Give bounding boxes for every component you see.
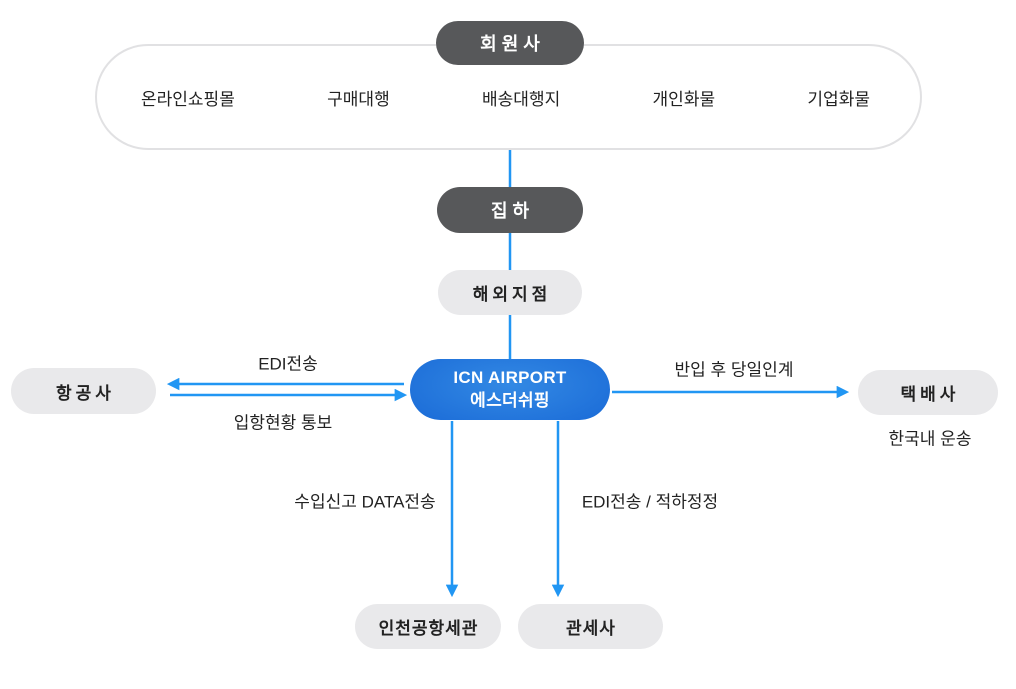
customs-broker-node: 관세사 bbox=[518, 604, 663, 649]
label-edi-cargo-correction: EDI전송 / 적하정정 bbox=[581, 492, 719, 512]
label-edi-send: EDI전송 bbox=[258, 354, 318, 374]
member-type-purchasing-agent: 구매대행 bbox=[327, 89, 390, 109]
label-import-declaration-data: 수입신고 DATA전송 bbox=[294, 492, 436, 512]
overseas-branch-node: 해외지점 bbox=[438, 270, 582, 315]
label-sameday-handover: 반입 후 당일인계 bbox=[674, 360, 794, 380]
icn-airport-esther-shipping-node: ICN AIRPORT 에스더쉬핑 bbox=[410, 359, 610, 420]
courier-caption: 한국내 운송 bbox=[888, 429, 972, 449]
members-badge: 회원사 bbox=[436, 21, 584, 65]
center-node-line1: ICN AIRPORT bbox=[453, 368, 567, 388]
member-type-online-shopping-mall: 온라인쇼핑몰 bbox=[141, 89, 235, 109]
center-node-line2: 에스더쉬핑 bbox=[470, 390, 550, 410]
courier-node: 택배사 bbox=[858, 370, 998, 415]
member-type-corporate-cargo: 기업화물 bbox=[807, 89, 870, 109]
incheon-airport-customs-node: 인천공항세관 bbox=[355, 604, 501, 649]
collection-badge: 집하 bbox=[437, 187, 583, 233]
member-type-shipping-agent: 배송대행지 bbox=[482, 89, 561, 109]
member-type-personal-cargo: 개인화물 bbox=[652, 89, 716, 109]
airline-node: 항공사 bbox=[11, 368, 156, 414]
label-arrival-status-notice: 입항현황 통보 bbox=[233, 413, 333, 433]
